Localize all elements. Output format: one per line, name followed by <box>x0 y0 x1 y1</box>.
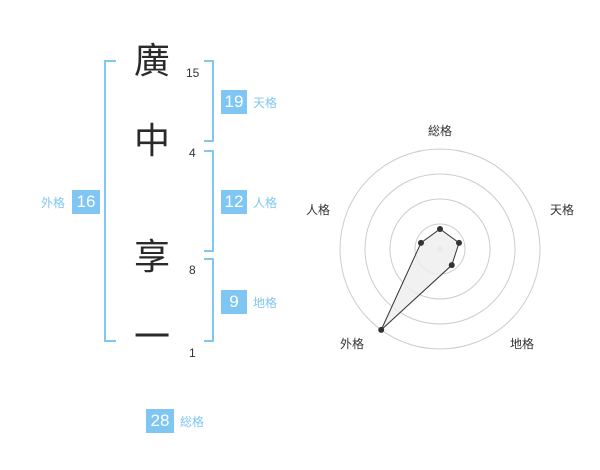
chikaku-value-badge: 9 <box>221 290 247 314</box>
name-char-4: 一 <box>134 317 171 358</box>
radar-ring <box>389 198 491 300</box>
radar-rings <box>339 148 541 350</box>
gaikaku-label: 外格 <box>41 196 66 210</box>
stroke-count-3: 8 <box>189 263 196 277</box>
soukaku-value-badge: 28 <box>146 409 174 433</box>
stroke-count-2: 4 <box>189 146 196 160</box>
chikaku-bracket <box>204 258 214 342</box>
radar-point-4 <box>417 239 424 246</box>
radar-label-gaikaku: 外格 <box>340 337 365 351</box>
tenkaku-value-badge: 19 <box>221 90 247 114</box>
radar-ring <box>364 173 516 325</box>
jinkaku-bracket <box>204 150 214 252</box>
stroke-count-4: 1 <box>189 346 196 360</box>
radar-polygon <box>380 228 460 331</box>
radar-point-2 <box>448 262 455 269</box>
radar-label-tenkaku: 天格 <box>550 203 575 217</box>
soukaku-label: 総格 <box>180 415 205 429</box>
radar-point-3 <box>378 326 385 333</box>
name-char-2: 中 <box>134 121 171 162</box>
name-char-1: 廣 <box>134 41 171 82</box>
radar-point-0 <box>437 226 443 232</box>
name-char-3: 享 <box>134 237 171 278</box>
radar-ring <box>339 148 541 350</box>
chikaku-label: 地格 <box>253 296 278 310</box>
gaikaku-value-badge: 16 <box>72 190 100 214</box>
radar-point-1 <box>456 239 463 246</box>
tenkaku-bracket <box>204 60 214 142</box>
radar-label-jinkaku: 人格 <box>306 203 331 217</box>
radar-points <box>378 226 463 333</box>
stroke-count-1: 15 <box>186 66 200 80</box>
tenkaku-label: 天格 <box>253 96 278 110</box>
jinkaku-label: 人格 <box>253 196 278 210</box>
radar-label-soukaku: 総格 <box>428 124 453 138</box>
gaikaku-bracket <box>104 60 116 342</box>
jinkaku-value-badge: 12 <box>221 190 247 214</box>
radar-label-chikaku: 地格 <box>510 337 535 351</box>
